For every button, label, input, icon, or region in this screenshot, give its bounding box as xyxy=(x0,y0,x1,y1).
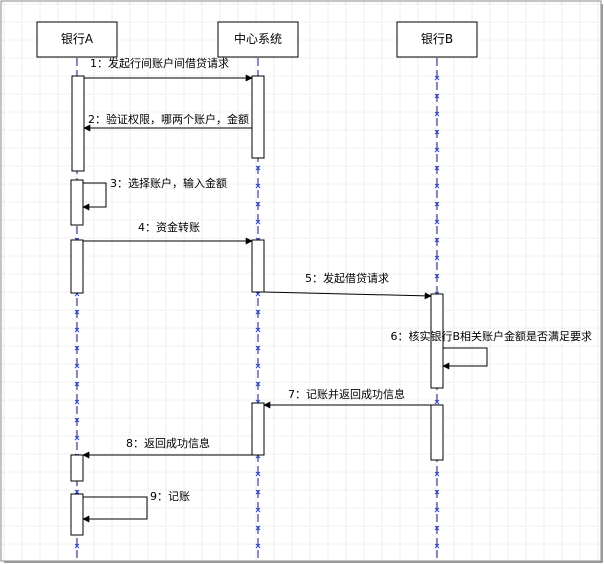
lifeline-marker xyxy=(434,93,440,99)
activation-b-1 xyxy=(430,293,444,389)
lifeline-marker xyxy=(434,75,440,81)
message-2-label: 2：验证权限，哪两个账户，金额 xyxy=(88,112,249,126)
lifeline-marker xyxy=(434,507,440,513)
lifeline-marker xyxy=(434,237,440,243)
message-2: 2：验证权限，哪两个账户，金额 xyxy=(83,112,252,132)
lifeline-marker xyxy=(255,183,261,189)
lifeline-marker xyxy=(434,147,440,153)
message-7-label: 7：记账并返回成功信息 xyxy=(288,387,405,401)
message-5-label: 5：发起借贷请求 xyxy=(305,271,389,285)
message-9-label: 9：记账 xyxy=(150,490,190,503)
message-3-label: 3：选择账户，输入金额 xyxy=(110,176,227,190)
activation-bars xyxy=(70,75,444,536)
lifeline-marker xyxy=(74,381,80,387)
lifeline-marker xyxy=(434,165,440,171)
background-grid xyxy=(2,2,600,560)
message-6-label: 6：核实银行B相关账户金额是否满足要求 xyxy=(390,329,592,343)
lifeline-marker xyxy=(434,129,440,135)
lifeline-marker xyxy=(74,399,80,405)
lifeline-marker xyxy=(74,309,80,315)
lifeline-marker xyxy=(74,417,80,423)
lifeline-marker xyxy=(255,489,261,495)
lifeline-marker xyxy=(255,345,261,351)
actor-center-system-label: 中心系统 xyxy=(234,31,282,46)
activation-c-2 xyxy=(251,239,265,293)
lifeline-marker xyxy=(255,363,261,369)
lifeline-marker xyxy=(255,219,261,225)
lifeline-marker xyxy=(434,489,440,495)
lifeline-marker xyxy=(74,327,80,333)
lifeline-marker xyxy=(434,201,440,207)
lifeline-marker xyxy=(74,489,80,495)
activation-a-3 xyxy=(70,239,84,294)
lifeline-marker xyxy=(74,543,80,549)
activation-a-5 xyxy=(70,493,84,536)
lifeline-marker xyxy=(434,525,440,531)
lifeline-marker xyxy=(255,507,261,513)
activation-a-2 xyxy=(70,179,84,226)
lifeline-marker xyxy=(255,381,261,387)
lifeline-marker xyxy=(434,219,440,225)
message-4: 4：资金转账 xyxy=(83,220,253,245)
message-3: 3：选择账户，输入金额 xyxy=(82,176,227,211)
lifeline-marker xyxy=(434,255,440,261)
lifeline-marker xyxy=(255,309,261,315)
message-9: 9：记账 xyxy=(82,490,190,523)
lifeline-marker xyxy=(74,345,80,351)
message-6: 6：核实银行B相关账户金额是否满足要求 xyxy=(390,329,592,370)
lifeline-marker xyxy=(74,363,80,369)
lifeline-marker xyxy=(434,183,440,189)
activation-c-3 xyxy=(251,402,265,456)
activation-a-1 xyxy=(71,75,85,172)
message-7: 7：记账并返回成功信息 xyxy=(263,387,431,409)
message-1: 1：发起行间账户间借贷请求 xyxy=(84,56,253,82)
message-4-label: 4：资金转账 xyxy=(138,220,200,234)
message-5: 5：发起借贷请求 xyxy=(263,271,432,300)
activation-c-1 xyxy=(251,75,265,159)
lifeline-marker xyxy=(434,399,440,405)
lifeline-marker xyxy=(434,471,440,477)
lifeline-marker xyxy=(255,525,261,531)
lifeline-marker xyxy=(255,327,261,333)
lifeline-marker xyxy=(255,471,261,477)
lifeline-marker xyxy=(74,435,80,441)
activation-b-2 xyxy=(430,404,444,461)
activation-a-4 xyxy=(70,454,84,482)
lifeline-marker xyxy=(255,201,261,207)
lifeline-marker xyxy=(434,543,440,549)
lifeline-marker xyxy=(255,165,261,171)
actor-bank-a[interactable]: 银行A xyxy=(36,21,118,58)
lifeline-marker xyxy=(434,111,440,117)
message-8: 8：返回成功信息 xyxy=(82,436,252,459)
actor-bank-b-label: 银行B xyxy=(421,32,453,46)
actor-bank-a-label: 银行A xyxy=(61,32,94,46)
message-1-label: 1：发起行间账户间借贷请求 xyxy=(90,56,229,70)
lifeline-marker xyxy=(434,273,440,279)
actor-bank-b[interactable]: 银行B xyxy=(396,21,478,58)
message-8-label: 8：返回成功信息 xyxy=(126,436,210,450)
lifeline-marker xyxy=(255,543,261,549)
actor-center-system[interactable]: 中心系统 xyxy=(217,21,299,58)
lifeline-marker xyxy=(255,291,261,297)
